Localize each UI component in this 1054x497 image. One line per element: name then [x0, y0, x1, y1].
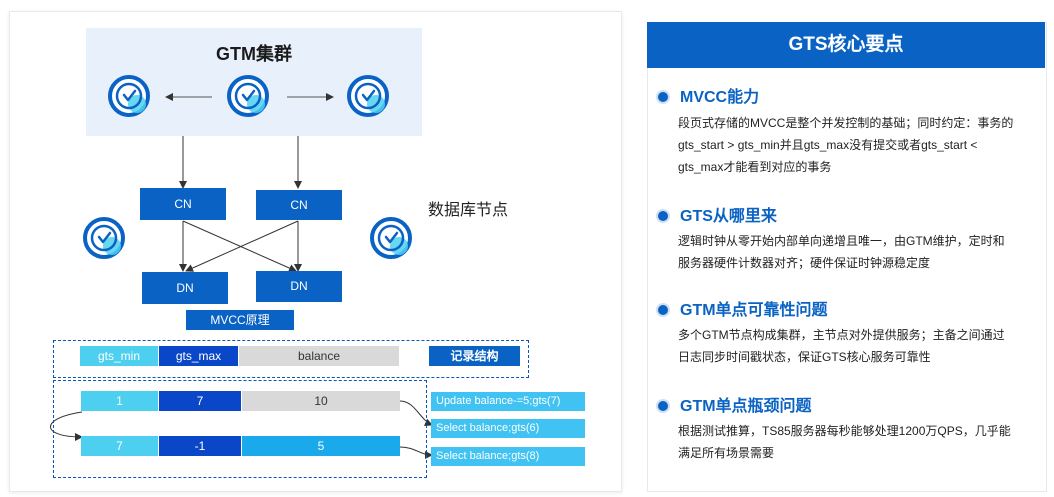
gtm-cluster-title: GTM集群 [216, 44, 292, 64]
row1-balance: 10 [242, 391, 400, 411]
diagram-svg [50, 75, 433, 459]
clock-icon [370, 217, 412, 259]
section-line: 日志同步时间戳状态，保证GTS核心服务可靠性 [678, 350, 931, 364]
panel-title: GTS核心要点 [647, 22, 1045, 68]
section-title: GTM单点可靠性问题 [680, 302, 828, 319]
section-line: 根据测试推算，TS85服务器每秒能够处理1200万QPS，几乎能 [678, 424, 1011, 438]
section-line: gts_max才能看到对应的事务 [678, 160, 832, 174]
clock-icon [347, 75, 389, 117]
db-nodes-label: 数据库节点 [428, 202, 509, 219]
section-title: GTM单点瓶颈问题 [680, 398, 812, 415]
section-line: 逻辑时钟从零开始内部单向递增且唯一，由GTM维护，定时和 [678, 234, 1005, 248]
bullet-icon [658, 305, 668, 315]
rows-box [53, 380, 427, 478]
dn-node-left: DN [142, 272, 228, 304]
section-line: 服务器硬件计数器对齐；硬件保证时钟源稳定度 [678, 256, 931, 270]
gts-panel [647, 22, 1047, 492]
annotation-update: Update balance-=5;gts(7) [431, 392, 585, 411]
record-structure-box [53, 340, 529, 378]
section-body: 段页式存储的MVCC是整个并发控制的基础；同时约定：事务的 gts_start … [678, 112, 1040, 178]
header-balance: balance [239, 346, 399, 366]
clock-icon [227, 75, 269, 117]
row2-gts-max: -1 [159, 436, 241, 456]
header-gts-min: gts_min [80, 346, 158, 366]
cn-node-right: CN [256, 190, 342, 220]
bullet-icon [658, 92, 668, 102]
clock-icon [83, 217, 125, 259]
cn-node-left: CN [140, 188, 226, 220]
mvcc-label: MVCC原理 [186, 310, 294, 330]
section-title: GTS从哪里来 [680, 208, 777, 225]
section-line: gts_start > gts_min并且gts_max没有提交或者gts_st… [678, 138, 978, 152]
clock-icon [108, 75, 150, 117]
section-title: MVCC能力 [680, 89, 760, 106]
annotation-select-8: Select balance;gts(8) [431, 447, 585, 466]
annotation-select-6: Select balance;gts(6) [431, 419, 585, 438]
bullet-icon [658, 401, 668, 411]
section-body: 逻辑时钟从零开始内部单向递增且唯一，由GTM维护，定时和 服务器硬件计数器对齐；… [678, 230, 1040, 274]
section-line: 段页式存储的MVCC是整个并发控制的基础；同时约定：事务的 [678, 116, 1014, 130]
record-structure-label: 记录结构 [429, 346, 520, 366]
section-body: 多个GTM节点构成集群，主节点对外提供服务；主备之间通过 日志同步时间戳状态，保… [678, 324, 1040, 368]
row1-gts-max: 7 [159, 391, 241, 411]
row2-gts-min: 7 [81, 436, 158, 456]
section-body: 根据测试推算，TS85服务器每秒能够处理1200万QPS，几乎能 满足所有场景需… [678, 420, 1040, 464]
bullet-icon [658, 211, 668, 221]
header-gts-max: gts_max [159, 346, 238, 366]
section-line: 多个GTM节点构成集群，主节点对外提供服务；主备之间通过 [678, 328, 1005, 342]
row2-balance: 5 [242, 436, 400, 456]
row1-gts-min: 1 [81, 391, 158, 411]
section-line: 满足所有场景需要 [678, 446, 775, 460]
dn-node-right: DN [256, 271, 342, 302]
